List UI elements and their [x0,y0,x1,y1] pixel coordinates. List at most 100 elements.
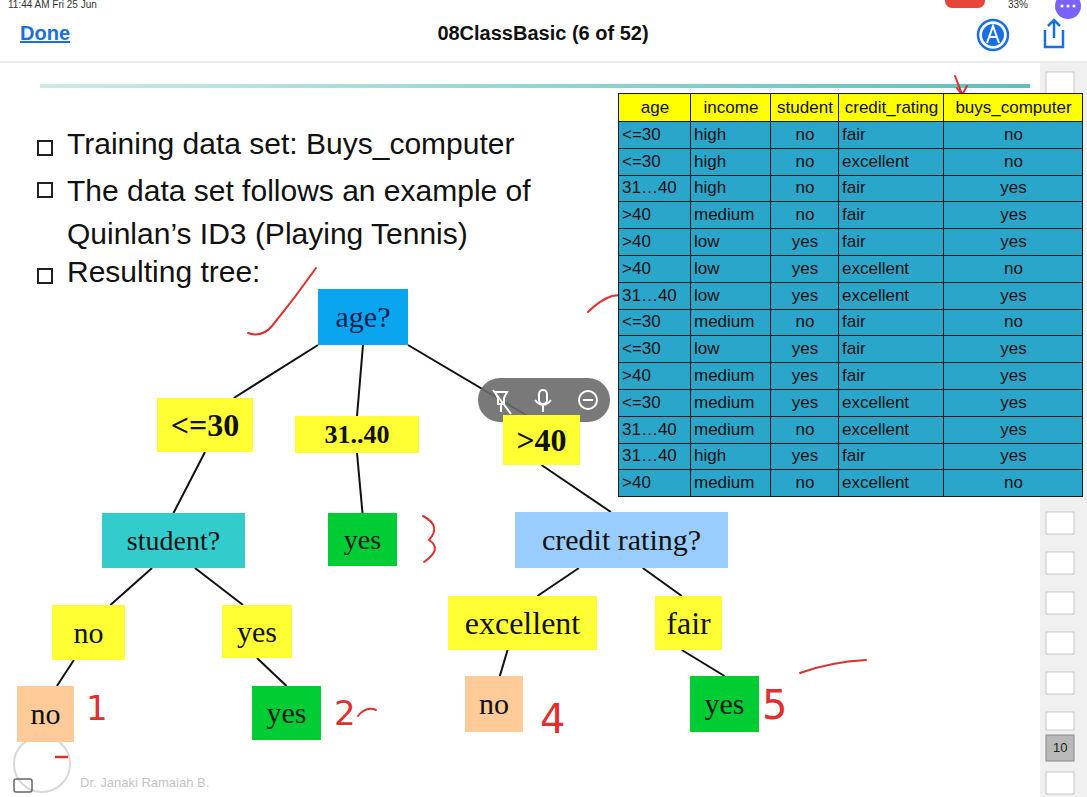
table-cell-text: excellent [842,473,909,493]
leaf-no-box: no [17,686,74,742]
table-cell-text: low [694,286,720,306]
slide-rule [40,84,1030,88]
table-cell-text: <=30 [622,312,661,332]
table-cell: >40 [618,255,691,283]
tree-branch [357,345,363,416]
more-dot [1066,4,1069,7]
table-cell-text: fair [842,339,866,359]
node-text: yes [237,615,277,649]
share-arrow [1048,20,1060,38]
thumbnail [1046,712,1074,730]
table-cell: yes [943,175,1083,203]
table-cell-text: no [1004,125,1023,145]
table-cell: yes [770,389,839,417]
table-cell: fair [838,443,944,471]
table-cell-text: no [1004,312,1023,332]
table-cell: fair [838,121,944,149]
tree-branch [110,568,152,605]
table-cell-text: yes [792,232,818,252]
tree-branch [682,650,725,676]
table-cell: excellent [838,255,944,283]
minus-bar [583,399,593,401]
more-dot [1060,4,1063,7]
table-cell-text: >40 [622,366,651,386]
tree-branch [174,452,206,513]
table-cell-text: 31…40 [622,286,677,306]
question-box: student? [102,513,245,568]
table-cell: low [690,282,771,310]
table-cell-text: no [796,473,815,493]
table-cell: >40 [618,469,691,497]
table-cell: yes [943,443,1083,471]
table-cell-text: no [796,152,815,172]
table-cell: yes [943,362,1083,390]
table-cell-text: no [1004,152,1023,172]
table-cell: high [690,175,771,203]
red-squiggle [358,709,376,716]
table-cell-text: low [694,339,720,359]
table-cell-text: fair [842,178,866,198]
table-cell-text: <=30 [622,339,661,359]
table-cell-text: buys_computer [955,98,1071,118]
node-text: excellent [465,605,580,642]
node-text: fair [666,605,710,642]
thumbnail [1046,772,1074,794]
mic-icon [539,390,547,404]
table-cell-text: yes [1000,446,1026,466]
table-cell: no [770,175,839,203]
branch-label-box: 31..40 [295,416,419,453]
current-thumbnail [1046,735,1074,761]
pointer-overlay [14,736,70,792]
table-cell-text: medium [694,393,754,413]
document-title: 08ClassBasic (6 of 52) [343,22,743,45]
table-header-cell: income [690,93,771,122]
table-cell: fair [838,228,944,256]
table-cell-text: student [777,98,833,118]
table-cell: low [690,335,771,363]
table-cell: medium [690,309,771,337]
table-cell-text: fair [842,312,866,332]
node-text: yes [344,524,381,556]
node-text: yes [267,696,307,730]
author-footer: Dr. Janaki Ramaiah B. [80,775,209,790]
table-cell: fair [838,362,944,390]
table-cell: yes [770,335,839,363]
table-cell-text: high [694,178,726,198]
table-cell: yes [770,282,839,310]
table-cell-text: excellent [842,393,909,413]
table-cell: <=30 [618,309,691,337]
tree-branch [195,568,243,605]
table-cell: no [943,255,1083,283]
table-cell-text: no [796,420,815,440]
table-cell: <=30 [618,148,691,176]
branch-label-box: <=30 [157,398,253,452]
bullet-text: Training data set: Buys_computer [67,127,607,161]
table-cell: high [690,121,771,149]
thumbnail [1046,512,1074,534]
status-time: 11:44 AM Fri 25 Jun [8,0,97,10]
tree-branch [57,660,74,686]
table-cell-text: low [694,232,720,252]
table-cell: yes [770,362,839,390]
thumbnail [1046,552,1074,574]
nav-bar [0,0,1087,62]
table-cell-text: low [694,259,720,279]
table-header-cell: buys_computer [943,93,1083,122]
table-cell-text: medium [694,366,754,386]
table-cell-text: no [1004,473,1023,493]
table-cell-text: yes [792,259,818,279]
bullet-text: The data set follows an example of Quinl… [67,169,587,255]
table-cell: medium [690,416,771,444]
table-cell-text: yes [792,446,818,466]
tree-branch [537,568,579,596]
table-cell: fair [838,335,944,363]
table-cell: excellent [838,148,944,176]
bullet-text: Resulting tree: [67,255,260,289]
node-text: yes [705,687,745,721]
table-cell-text: yes [1000,393,1026,413]
table-cell-text: 31…40 [622,446,677,466]
table-cell: <=30 [618,389,691,417]
table-cell-text: yes [1000,420,1026,440]
table-cell-text: no [796,205,815,225]
callout-number: 2 [334,693,356,733]
